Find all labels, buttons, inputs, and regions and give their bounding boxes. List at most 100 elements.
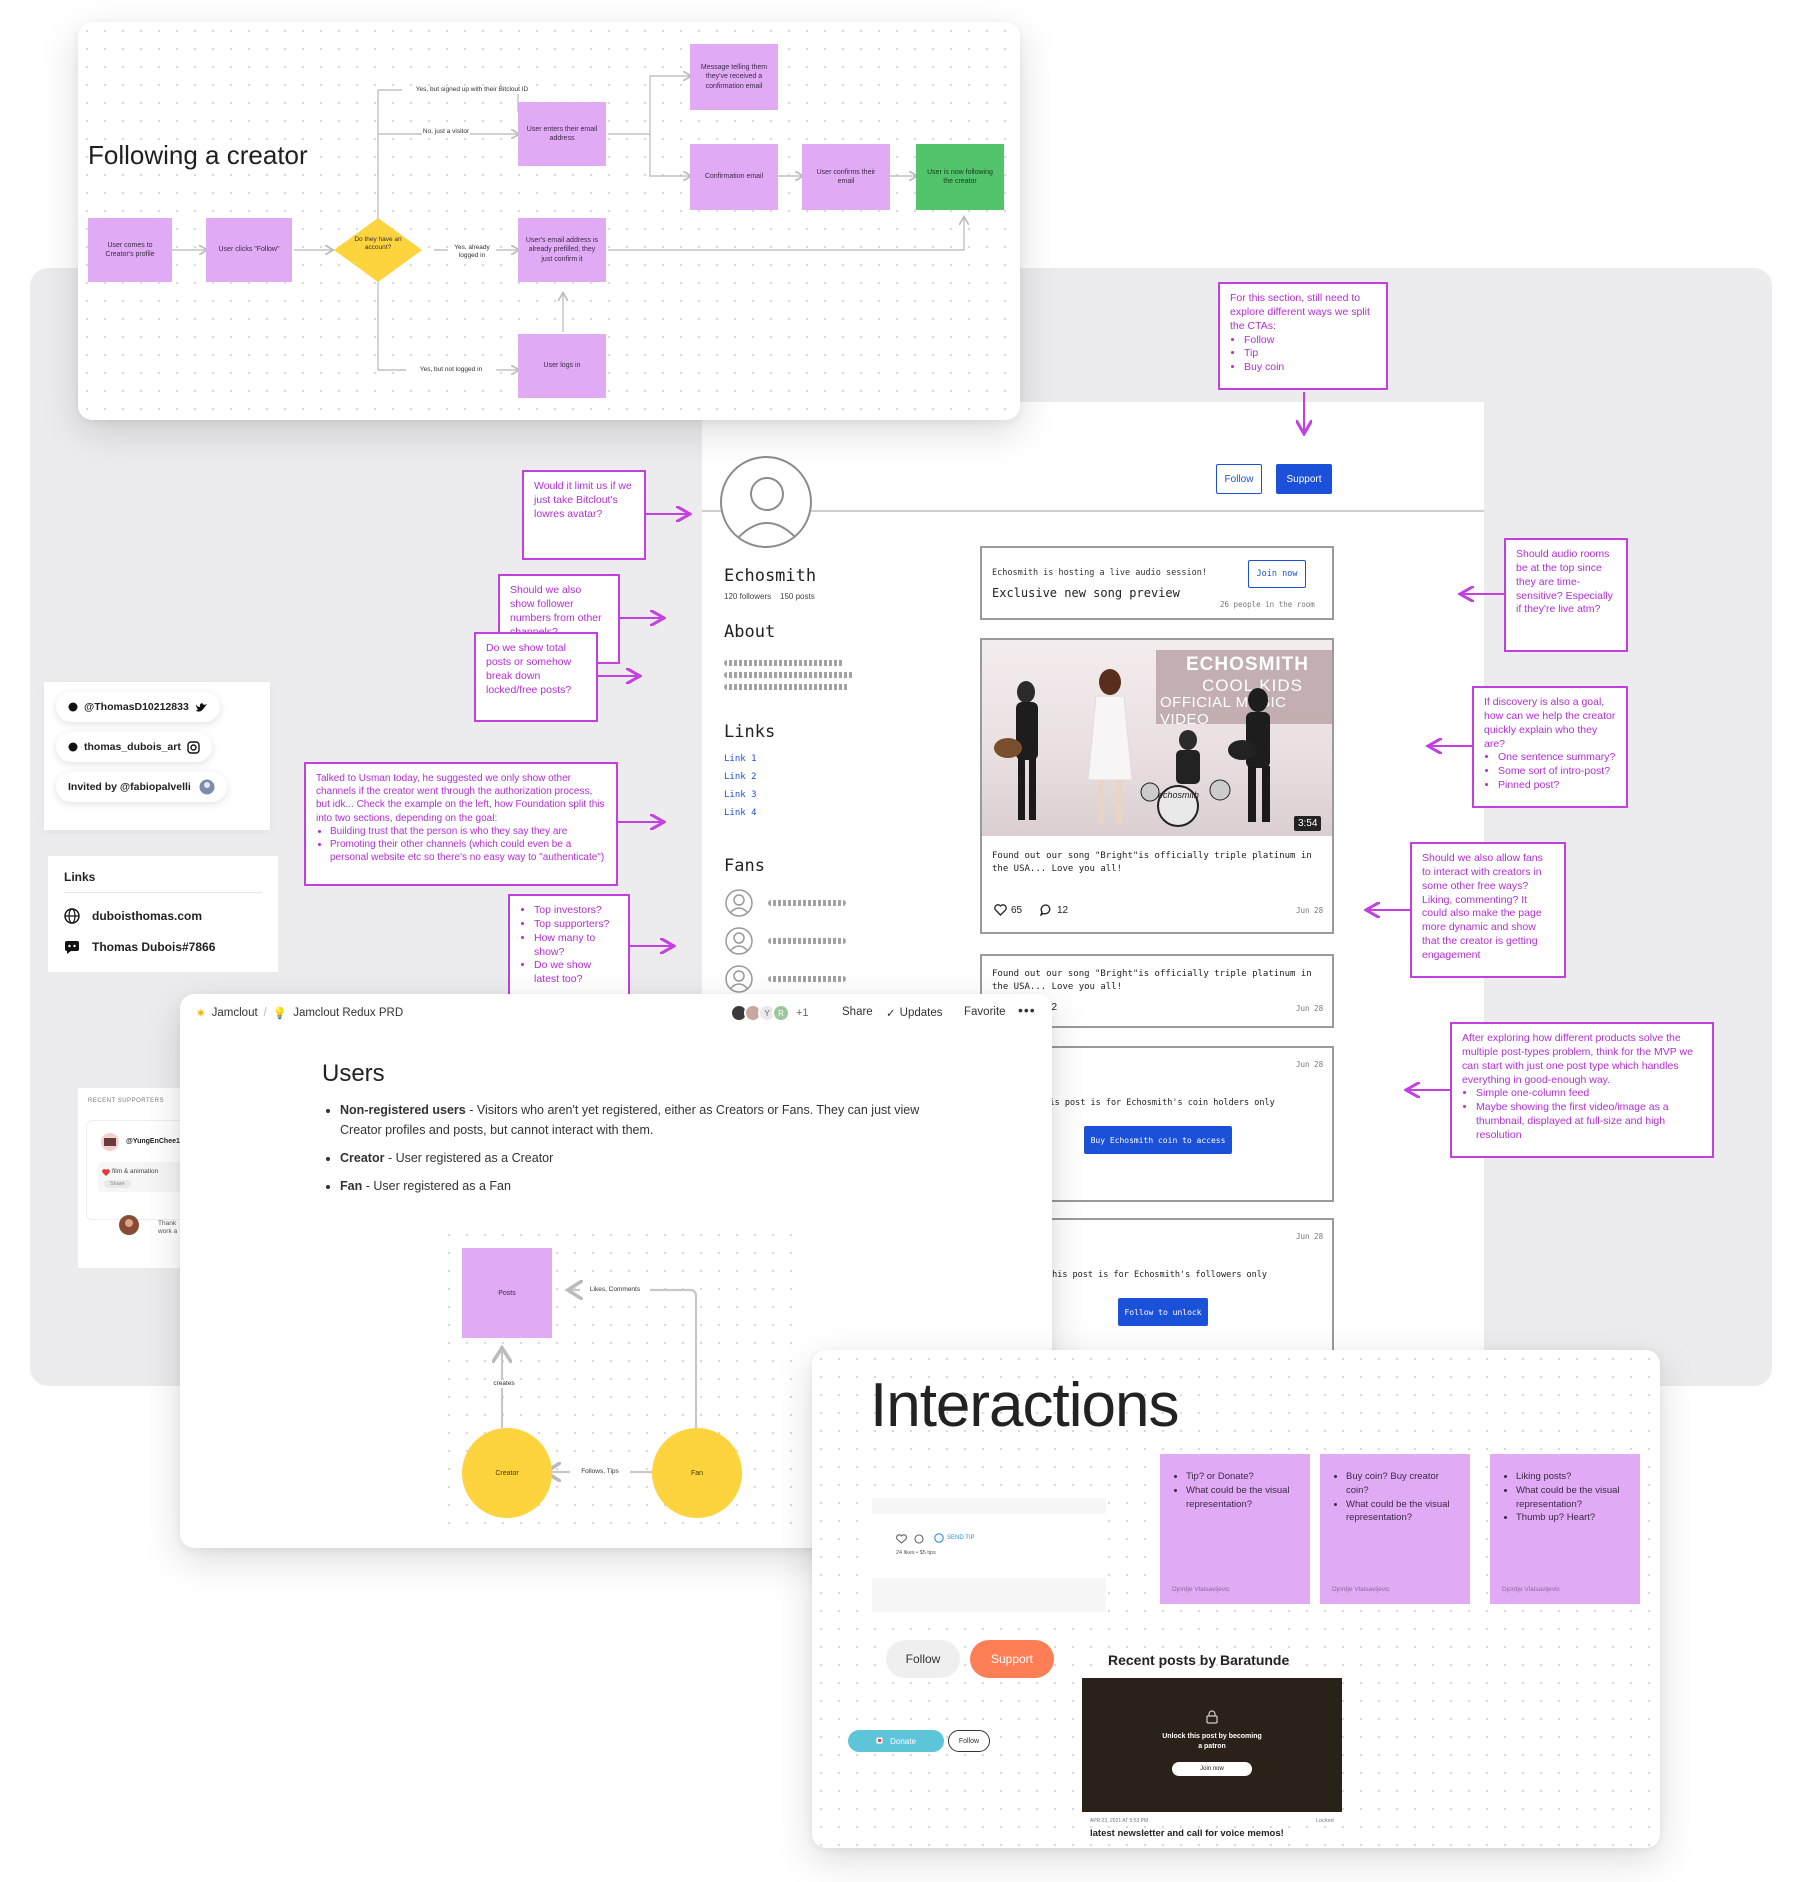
- node-logs-in: User logs in: [518, 334, 606, 398]
- twitter-pill[interactable]: @ThomasD10212833: [56, 692, 220, 722]
- discord-link[interactable]: Thomas Dubois#7866: [64, 940, 215, 954]
- support-pill-button[interactable]: Support: [970, 1640, 1054, 1678]
- verified-icon: [68, 702, 78, 712]
- favorite-button[interactable]: Favorite: [964, 1006, 1006, 1018]
- social-card: @ThomasD10212833 thomas_dubois_art Invit…: [44, 682, 270, 830]
- node-comes-to-profile: User comes to Creator's profile: [88, 218, 172, 282]
- node-message: Message telling them they've received a …: [690, 44, 778, 110]
- link-4[interactable]: Link 4: [724, 808, 757, 818]
- audio-session-card: Echosmith is hosting a live audio sessio…: [980, 546, 1334, 620]
- list-item: Fan - User registered as a Fan: [340, 1176, 920, 1196]
- users-diagram: Posts Creator Fan Likes, Comments create…: [440, 1226, 800, 1536]
- share-pill[interactable]: Share: [104, 1180, 131, 1188]
- note-avatar: Would it limit us if we just take Bitclo…: [522, 470, 646, 560]
- instagram-pill[interactable]: thomas_dubois_art: [56, 732, 212, 762]
- coffee-icon: [876, 1737, 883, 1744]
- label-not-logged: Yes, but not logged in: [406, 366, 496, 374]
- node-prefilled: User's email address is already prefille…: [518, 218, 606, 282]
- donate-button[interactable]: Donate: [848, 1730, 944, 1752]
- note-investors: Top investors?Top supporters?How many to…: [508, 894, 630, 998]
- comment-icon: [1040, 904, 1051, 916]
- note-usman: Talked to Usman today, he suggested we o…: [304, 762, 618, 886]
- invited-pill[interactable]: Invited by @fabiopalvelli: [56, 772, 227, 802]
- link-3[interactable]: Link 3: [724, 790, 757, 800]
- node-following: User is now following the creator: [916, 144, 1004, 210]
- interactions-card: Interactions SEND TIP 24 likes • $5 tips…: [812, 1350, 1660, 1848]
- note-audio: Should audio rooms be at the top since t…: [1504, 538, 1628, 652]
- avatar: R: [772, 1004, 790, 1022]
- join-now-pill[interactable]: Join now: [1172, 1762, 1252, 1776]
- video-thumbnail[interactable]: ECHOSMITH COOL KIDS OFFICIAL MUSIC VIDEO: [982, 640, 1332, 836]
- buy-coin-button[interactable]: Buy Echosmith coin to access: [1084, 1126, 1232, 1154]
- post-text: Found out our song "Bright"is officially…: [992, 851, 1312, 874]
- lock-icon: [1206, 1710, 1218, 1724]
- heart-icon: [102, 1169, 110, 1176]
- breadcrumb-prd[interactable]: Jamclout Redux PRD: [293, 1007, 404, 1019]
- fan-row: [724, 888, 924, 918]
- send-tip-button[interactable]: SEND TIP: [934, 1533, 975, 1543]
- link-1[interactable]: Link 1: [724, 754, 757, 764]
- label-visitor: No, just a visitor: [422, 128, 470, 136]
- follow-button[interactable]: Follow: [1216, 464, 1262, 494]
- comment-icon[interactable]: [914, 1534, 924, 1544]
- more-icon[interactable]: •••: [1018, 1002, 1036, 1018]
- sticky-note: Buy coin? Buy creator coin?What could be…: [1320, 1454, 1470, 1604]
- breadcrumb-jamclout[interactable]: Jamclout: [211, 1007, 258, 1019]
- audio-session-title: Exclusive new song preview: [992, 586, 1180, 600]
- support-button[interactable]: Support: [1276, 464, 1332, 494]
- node-clicks-follow: User clicks "Follow": [206, 218, 292, 282]
- comment-button[interactable]: 12: [1040, 904, 1068, 916]
- lightbulb-icon: 💡: [272, 1008, 288, 1020]
- fan-node: Fan: [652, 1428, 742, 1518]
- follow-pill-button[interactable]: Follow: [886, 1640, 960, 1678]
- avatar: [101, 1133, 119, 1151]
- spark-icon: ✷: [196, 1008, 206, 1020]
- heart-icon[interactable]: [896, 1534, 907, 1544]
- coin-icon: [934, 1533, 944, 1543]
- join-now-button[interactable]: Join now: [1248, 560, 1306, 588]
- fans-heading: Fans: [724, 856, 765, 876]
- post-title[interactable]: latest newsletter and call for voice mem…: [1090, 1828, 1284, 1839]
- user-icon: [725, 927, 753, 955]
- sticky-note: Tip? or Donate?What could be the visual …: [1160, 1454, 1310, 1604]
- video-duration: 3:54: [1294, 816, 1322, 831]
- locked-post-preview[interactable]: Unlock this post by becoming a patron Jo…: [1082, 1678, 1342, 1812]
- updates-button[interactable]: ✓ Updates: [886, 1007, 943, 1020]
- share-button[interactable]: Share: [842, 1006, 873, 1018]
- list-item: Non-registered users - Visitors who aren…: [340, 1100, 920, 1140]
- avatar: [119, 1215, 139, 1235]
- recent-posts-heading: Recent posts by Baratunde: [1108, 1652, 1290, 1668]
- note-fans: Should we also allow fans to interact wi…: [1410, 842, 1566, 978]
- creator-stats: 120 followers 150 posts: [724, 592, 815, 601]
- video-brand-title: ECHOSMITH: [1186, 654, 1309, 675]
- follow-small-button[interactable]: Follow: [948, 1730, 990, 1752]
- recent-supporters-card: RECENT SUPPORTERS @YungEnChee1 film & an…: [78, 1088, 188, 1268]
- sticky-note: Liking posts?What could be the visual re…: [1490, 1454, 1640, 1604]
- twitter-icon: [195, 702, 207, 712]
- tip-widget: SEND TIP 24 likes • $5 tips: [872, 1498, 1106, 1612]
- note-cta: For this section, still need to explore …: [1218, 282, 1388, 390]
- band-photo: [994, 669, 1270, 827]
- fan-row: [724, 964, 924, 994]
- follow-to-unlock-button[interactable]: Follow to unlock: [1118, 1298, 1208, 1326]
- links-heading: Links: [724, 722, 776, 742]
- user-icon: [735, 477, 799, 541]
- user-types-list: Non-registered users - Visitors who aren…: [340, 1100, 920, 1196]
- note-mvp: After exploring how different products s…: [1450, 1022, 1714, 1158]
- instagram-icon: [187, 740, 200, 754]
- user-icon: [725, 889, 753, 917]
- flowchart-card: Following a creator User comes to Creato…: [78, 22, 1020, 420]
- link-2[interactable]: Link 2: [724, 772, 757, 782]
- links-title: Links: [64, 870, 96, 884]
- verified-icon: [68, 742, 78, 752]
- like-button[interactable]: 65: [994, 904, 1022, 916]
- creator-node: Creator: [462, 1428, 552, 1518]
- creator-name: Echosmith: [724, 566, 817, 586]
- flowchart-title: Following a creator: [88, 140, 308, 170]
- interactions-title: Interactions: [870, 1371, 1180, 1440]
- node-enters-email: User enters their email address: [518, 102, 606, 166]
- about-heading: About: [724, 622, 776, 642]
- discord-icon: [65, 941, 79, 954]
- node-confirms-email: User confirms their email: [802, 144, 890, 210]
- website-link[interactable]: duboisthomas.com: [64, 908, 202, 924]
